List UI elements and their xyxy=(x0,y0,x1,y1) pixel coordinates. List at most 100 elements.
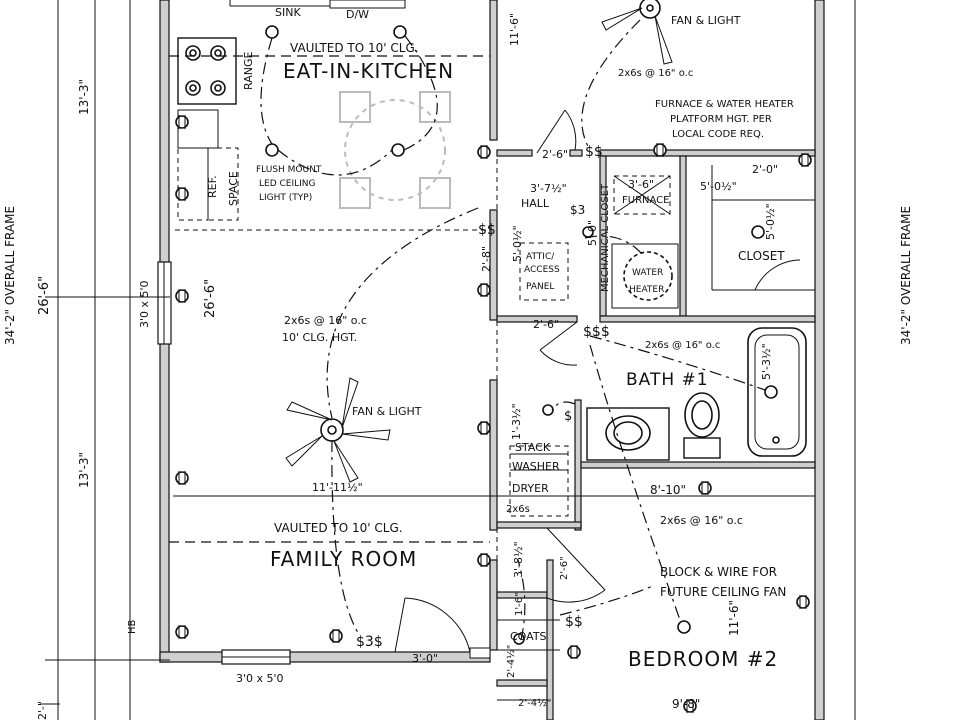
note-flush-2: LED CEILING xyxy=(259,179,316,189)
attic-access-panel xyxy=(519,242,569,301)
dim-overall-left: 34'-2" OVERALL FRAME xyxy=(3,206,17,345)
dim-26-6-left: 26'-6" xyxy=(37,276,52,315)
dim-2-4b: 2'-4½" xyxy=(518,697,551,709)
note-furnace-1: FURNACE & WATER HEATER xyxy=(655,99,794,110)
note-flush-1: FLUSH MOUNT xyxy=(256,165,322,175)
switch-top: $$ xyxy=(585,144,603,160)
kitchen-island-table xyxy=(339,91,451,209)
room-hall: HALL xyxy=(521,197,550,210)
water-heater xyxy=(623,251,673,301)
switch-bath: $ xyxy=(564,409,572,424)
note-clg-hgt: 10' CLG. HGT. xyxy=(282,331,357,344)
room-bedroom: BEDROOM #2 xyxy=(628,647,778,671)
note-furnace-3: LOCAL CODE REQ. xyxy=(672,129,764,140)
beam-lines xyxy=(169,55,498,620)
switch-family: $3$ xyxy=(356,634,383,650)
dim-5-0-closet: 5'-0½" xyxy=(700,180,737,193)
dim-2-8: 2'-8" xyxy=(480,246,493,272)
room-coats: COATS xyxy=(510,630,547,643)
interior-walls xyxy=(496,149,816,720)
room-closet: CLOSET xyxy=(738,249,785,263)
label-sink: SINK xyxy=(275,6,301,19)
fixture-labels: SINK D/W RANGE REF. SPACE FURNACE WATER … xyxy=(206,6,669,495)
dim-1-3: 1'-3½" xyxy=(510,403,523,440)
switch-hall: $$ xyxy=(478,222,496,238)
switch-hall-3: $3 xyxy=(570,203,585,217)
dim-3-8: 3'-8½" xyxy=(512,541,525,578)
stack-washer-dryer xyxy=(509,445,569,517)
notes: VAULTED TO 10' CLG. VAULTED TO 10' CLG. … xyxy=(256,14,794,599)
label-heater: HEATER xyxy=(629,285,664,295)
label-attic: ATTIC/ xyxy=(526,252,555,262)
note-fan-light-top: FAN & LIGHT xyxy=(671,14,741,27)
dim-window-left: 3'0 x 5'0 xyxy=(138,280,151,328)
dim-overall-right: 34'-2" OVERALL FRAME xyxy=(899,206,913,345)
switch-labels: $$ $$ $3 $$$ $ $$ $3$ xyxy=(356,144,610,650)
switch-bath-triple: $$$ xyxy=(583,324,610,340)
label-ref: REF. xyxy=(206,175,219,198)
dim-11-6-bed: 11'-6" xyxy=(727,600,741,636)
dim-11-11: 11'-11½" xyxy=(312,481,363,494)
dim-2-6-mech: 2'-6" xyxy=(533,318,559,331)
dim-8-10: 8'-10" xyxy=(650,483,686,497)
dim-2-4: 2'-4½" xyxy=(505,645,517,678)
label-stack: STACK xyxy=(515,441,551,454)
note-furnace-2: PLATFORM HGT. PER xyxy=(670,114,772,125)
kitchen-fixtures xyxy=(177,0,406,221)
label-hb: HB xyxy=(127,619,138,634)
dim-5-0-hall: 5'-0½" xyxy=(511,225,524,262)
ceiling-fan-top xyxy=(601,0,673,65)
note-framing-washer: 2x6s xyxy=(506,504,530,515)
doors xyxy=(394,109,801,659)
utility-fixtures xyxy=(509,175,679,517)
note-framing-family: 2x6s @ 16" o.c xyxy=(284,314,367,327)
label-panel: PANEL xyxy=(526,282,554,292)
room-family: FAMILY ROOM xyxy=(270,547,417,571)
note-flush-3: LIGHT (TYP) xyxy=(259,193,312,203)
ceiling-fan-family xyxy=(285,377,391,483)
note-vaulted-kitchen: VAULTED TO 10' CLG. xyxy=(290,41,419,55)
wall-outlets xyxy=(175,115,812,713)
note-framing-bed: 2x6s @ 16" o.c xyxy=(660,514,743,527)
room-mechanical-closet: MECHANICAL CLOSET xyxy=(600,183,611,292)
label-space: SPACE xyxy=(227,171,240,206)
note-framing-bath: 2x6s @ 16" o.c xyxy=(645,340,720,351)
dim-1-6: 1'-6" xyxy=(514,592,525,616)
note-framing-kitchen: 2x6s @ 16" o.c xyxy=(618,68,693,79)
dim-2-6-bed: 2'-6" xyxy=(559,556,570,580)
room-eat-in-kitchen: EAT-IN-KITCHEN xyxy=(283,59,454,83)
label-washer: WASHER xyxy=(512,460,560,473)
label-dw: D/W xyxy=(346,8,369,21)
switch-bed: $$ xyxy=(565,614,583,630)
room-bath: BATH #1 xyxy=(626,370,709,390)
note-vaulted-family: VAULTED TO 10' CLG. xyxy=(274,521,403,535)
label-range: RANGE xyxy=(242,52,255,90)
dim-26-6-inner: 26'-6" xyxy=(203,279,218,318)
label-access: ACCESS xyxy=(524,265,560,275)
dim-9-8: 9'-8" xyxy=(672,697,700,711)
dim-2-6-hall: 2'-6" xyxy=(542,148,568,161)
note-fan-light-family: FAN & LIGHT xyxy=(352,405,422,418)
dim-2-0: 2'-0" xyxy=(752,163,778,176)
dim-3-7: 3'-7½" xyxy=(530,182,567,195)
note-block-1: BLOCK & WIRE FOR xyxy=(660,565,777,579)
range xyxy=(177,37,237,105)
room-labels: EAT-IN-KITCHEN FAMILY ROOM BATH #1 BEDRO… xyxy=(270,59,785,671)
dim-window-bottom: 3'0 x 5'0 xyxy=(236,672,284,685)
dim-13-3-top: 13'-3" xyxy=(77,79,91,115)
label-dryer: DRYER xyxy=(512,482,549,495)
dim-5-0-mech: 5'-0" xyxy=(586,220,599,246)
dim-5-3: 5'-3½" xyxy=(760,343,773,380)
dimension-labels: 13'-3" 26'-6" 13'-3" 34'-2" OVERALL FRAM… xyxy=(3,13,913,720)
dim-13-3-bottom: 13'-3" xyxy=(77,452,91,488)
dim-11-6-top: 11'-6" xyxy=(508,13,521,46)
dim-5-0-closet-v: 5'-0½" xyxy=(764,203,777,240)
label-water: WATER xyxy=(632,268,663,278)
dim-3-6: 3'-6" xyxy=(628,178,654,191)
dim-2-bottom: 2'-" xyxy=(36,701,49,720)
dimension-lines xyxy=(40,0,856,720)
label-furnace: FURNACE xyxy=(622,195,669,206)
exterior-walls xyxy=(157,0,825,720)
dim-3-0: 3'-0" xyxy=(412,652,438,665)
